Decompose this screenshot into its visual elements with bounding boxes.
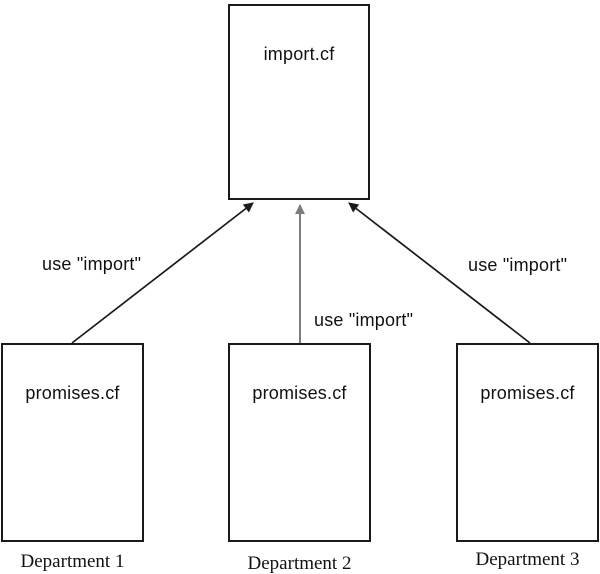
node-promises-cf-dept1-label: promises.cf <box>25 383 120 403</box>
edge-label-use-import-2: use "import" <box>314 310 414 330</box>
node-promises-cf-dept2: promises.cf <box>228 343 371 542</box>
department-3-caption: Department 3 <box>475 549 580 570</box>
node-import-cf: import.cf <box>228 4 370 200</box>
department-2-caption: Department 2 <box>247 553 352 574</box>
node-promises-cf-dept2-label: promises.cf <box>252 383 347 403</box>
node-promises-cf-dept3-label: promises.cf <box>480 383 575 403</box>
node-promises-cf-dept3: promises.cf <box>456 343 599 542</box>
node-promises-cf-dept1: promises.cf <box>1 343 144 542</box>
node-import-cf-label: import.cf <box>263 44 335 64</box>
department-1-caption: Department 1 <box>20 551 125 572</box>
edge-label-use-import-1: use "import" <box>42 254 142 274</box>
edge-label-use-import-3: use "import" <box>468 255 568 275</box>
